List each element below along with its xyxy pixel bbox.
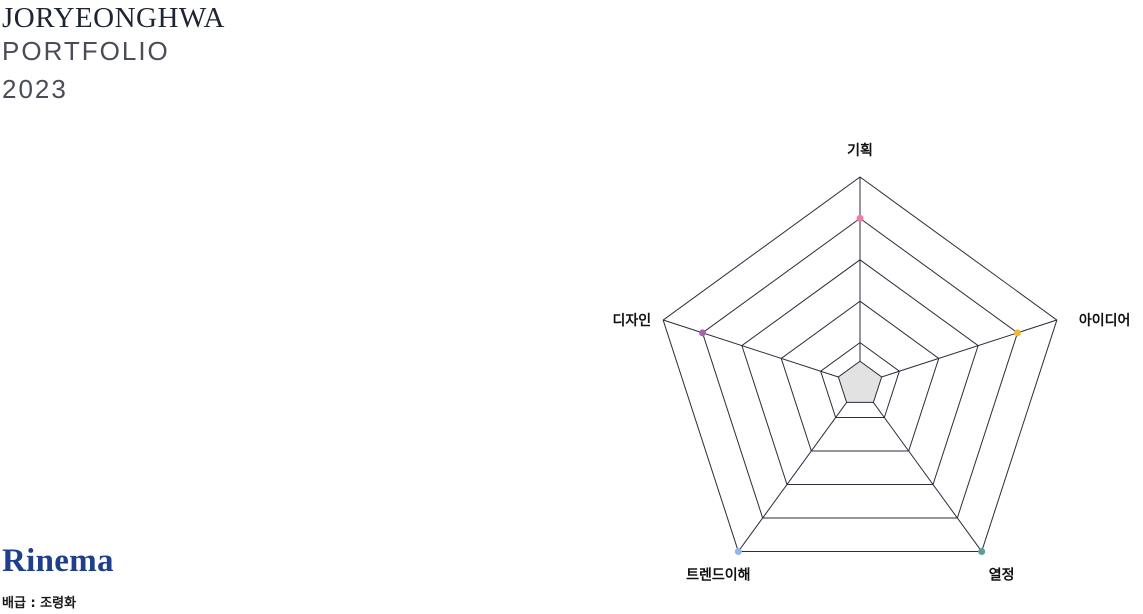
brand-block: JORYEONGHWA PORTFOLIO 2023 bbox=[2, 4, 225, 114]
brand-year: 2023 bbox=[2, 74, 68, 104]
radar-point bbox=[734, 547, 742, 555]
radar-ring bbox=[780, 300, 940, 452]
radar-point bbox=[978, 547, 986, 555]
radar-axis-label: 기획 bbox=[847, 142, 873, 159]
radar-spoke bbox=[872, 402, 983, 552]
radar-ring bbox=[662, 176, 1058, 552]
radar-ring bbox=[741, 259, 979, 485]
radar-point bbox=[1013, 329, 1021, 337]
radar-axis-label: 열정 bbox=[989, 566, 1015, 583]
radar-point bbox=[699, 329, 707, 337]
project-credit: 배급 : 조령화 bbox=[2, 596, 77, 611]
brand-subtitle: PORTFOLIO bbox=[2, 36, 170, 66]
radar-point bbox=[856, 214, 864, 222]
radar-spoke bbox=[881, 319, 1058, 378]
radar-axis-label: 디자인 bbox=[612, 312, 651, 329]
radar-spoke bbox=[737, 402, 848, 552]
radar-spoke bbox=[662, 319, 839, 378]
brand-name: JORYEONGHWA bbox=[2, 2, 225, 34]
radar-axis-label: 아이디어 bbox=[1079, 312, 1131, 329]
radar-axis-label: 트렌드이해 bbox=[686, 566, 750, 583]
radar-ring bbox=[701, 217, 1019, 519]
radar-ring bbox=[820, 341, 900, 418]
radar-center-area bbox=[837, 360, 883, 403]
project-title: Rinema bbox=[2, 543, 114, 579]
